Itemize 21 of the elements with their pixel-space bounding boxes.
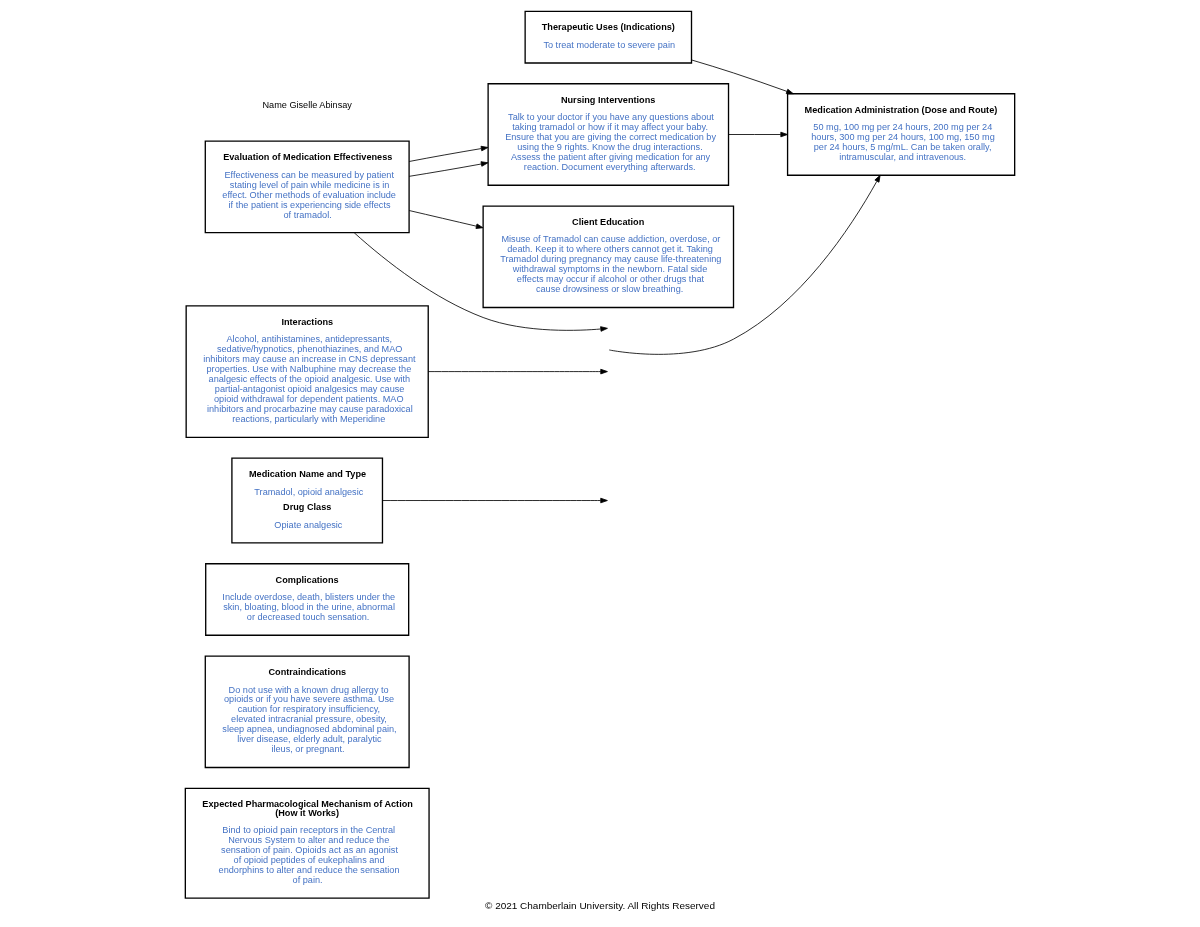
arrow: [728, 131, 788, 138]
node-box: Therapeutic Uses (Indications) To treat moderate to severe pain: [524, 10, 693, 64]
node-box: Medication Administration (Dose and Route) 50 mg, 100 mg per 24 hours, 200 mg per 24 hours, 300 mg per 24 hours, 100 mg, 150 mg per 24 hours, 5 mg/mL. Can be taken orally, intramuscular, and intravenous.: [786, 93, 1016, 176]
node-box: Client Education Misuse of Tramadol can cause addiction, overdose, or death. Keep it to where others cannot get it. Taking Tramadol during pregnancy may cause life-threatening withdrawal symptoms in the newborn. Fatal side effects may occur if alcohol or other drugs that cause drowsiness or slow breathing.: [482, 205, 735, 309]
arrow: [408, 161, 489, 177]
arrow: [691, 59, 794, 95]
node-box: Complications Include overdose, death, blisters under the skin, bloating, blood in the urine, abnormal or decreased touch sensation.: [205, 563, 410, 636]
arrow: [427, 368, 608, 375]
arrow: [408, 145, 489, 162]
arrow: [353, 232, 608, 332]
node-box: Expected Pharmacological Mechanism of Action (How it Works) Bind to opioid pain receptors in the Central Nervous System to alter and reduce the sensation of pain. Opioids act as an agonist of opioid peptides of eukephalins and endorphins to alter and reduce the sensation of pain.: [184, 787, 430, 899]
label: Name Giselle Abinsay: [262, 99, 352, 110]
arrow: [608, 174, 881, 355]
node-box: Medication Name and Type Tramadol, opioid analgesic Drug Class Opiate analgesic: [231, 457, 384, 544]
node-box: Evaluation of Medication Effectiveness Effectiveness can be measured by patient stating level of pain while medicine is in effect. Other methods of evaluation include if the patient is experiencing side effects of tramadol.: [204, 140, 410, 234]
node-box: Interactions Alcohol, antihistamines, antidepressants, sedative/hypnotics, phenothiazines, and MAO inhibitors may cause an increase in CNS depressant properties. Use with Nalbuphine may decrease the analgesic effects of the opioid analgesic. Use with partial-antagonist opioid analgesics may cause opioid withdrawal for dependent patients. MAO inhibitors and procarbazine may cause paradoxical reactions, particularly with Meperidine: [185, 305, 429, 438]
caption: © 2021 Chamberlain University. All Rights Reserved: [485, 900, 715, 912]
node-box: Nursing Interventions Talk to your doctor if you have any questions about taking tramadol or how if it may affect your baby. Ensure that you are giving the correct medication by using the 9 rights. Know the drug interactions. Assess the patient after giving medication for any reaction. Document everything afterwards.: [487, 83, 730, 186]
node-box: Contraindications Do not use with a known drug allergy to opioids or if you have severe asthma. Use caution for respiratory insufficiency, elevated intracranial pressure, obesity, sleep apnea, undiagnosed abdominal pain, liver disease, elderly adult, paralytic ileus, or pregnant.: [204, 655, 410, 769]
arrow: [382, 497, 608, 504]
arrow: [408, 210, 484, 229]
